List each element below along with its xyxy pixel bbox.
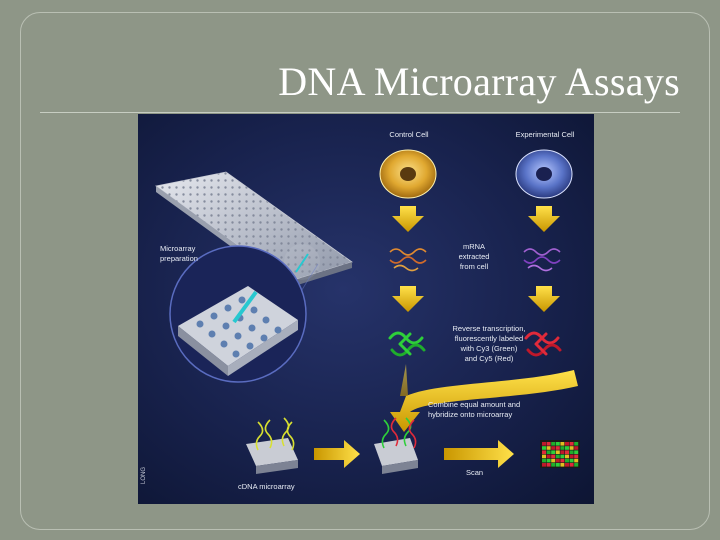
scan-spot: [555, 463, 560, 467]
scan-result-grid: [540, 440, 580, 468]
scan-spot: [560, 454, 565, 459]
scan-spot: [546, 454, 551, 459]
scan-spot: [555, 450, 560, 454]
scan-spot: [565, 454, 569, 459]
scan-spot: [551, 454, 556, 459]
scan-spot: [565, 463, 569, 467]
scan-spot: [560, 446, 565, 450]
scan-spot: [569, 446, 574, 450]
scan-spot: [542, 454, 546, 459]
arrow-right-hybridize: [314, 440, 360, 468]
label-microarray-preparation: Microarray preparation: [160, 244, 198, 263]
magnifier-circle: [169, 245, 319, 383]
scan-spot: [542, 463, 546, 467]
arrow-down-experimental-1: [528, 206, 560, 232]
label-cdna-microarray: cDNA microarray: [238, 482, 295, 491]
scan-spot: [542, 442, 546, 446]
arrow-right-scan: [444, 440, 514, 468]
label-control-cell: Control Cell: [389, 130, 429, 139]
scan-spot: [555, 446, 560, 450]
slide-title: DNA Microarray Assays: [278, 59, 680, 104]
scan-spot: [574, 458, 579, 463]
diagram-graphics: [155, 149, 580, 474]
scan-spot: [551, 463, 556, 467]
arrow-down-experimental-2: [528, 286, 560, 312]
scan-spot: [569, 442, 574, 446]
scan-spot: [555, 458, 560, 463]
label-experimental-cell: Experimental Cell: [515, 130, 575, 139]
scan-spot: [565, 442, 569, 446]
scan-spot: [546, 446, 551, 450]
scan-spot: [551, 458, 556, 463]
arrow-down-control-1: [392, 206, 424, 232]
label-mrna: mRNA extracted from cell: [458, 242, 490, 271]
cdna-microarray: [246, 417, 298, 474]
slide-frame: [20, 12, 710, 530]
label-scan: Scan: [466, 468, 484, 477]
scan-spot: [565, 450, 569, 454]
scan-spot: [569, 454, 574, 459]
scan-spot: [560, 442, 565, 446]
title-divider: [40, 112, 680, 113]
scan-spot: [546, 458, 551, 463]
scan-spot: [546, 450, 551, 454]
scan-spot: [569, 450, 574, 454]
scan-spot: [555, 454, 560, 459]
arrows: [314, 206, 578, 468]
scan-spot: [565, 446, 569, 450]
scan-spot: [574, 450, 579, 454]
scan-spot: [542, 446, 546, 450]
scan-spot: [574, 463, 579, 467]
control-cell-nucleus: [400, 167, 416, 181]
scan-spot: [555, 442, 560, 446]
scan-spot: [574, 454, 579, 459]
scan-spot: [560, 450, 565, 454]
hybridized-microarray: [374, 417, 418, 474]
experimental-cell-nucleus: [536, 167, 552, 181]
label-combine: Combine equal amount and hybridize onto …: [428, 400, 521, 419]
scan-spot: [542, 450, 546, 454]
microarray-diagram: Control Cell Experimental Cell Microarra…: [138, 114, 594, 504]
scan-spot: [565, 458, 569, 463]
scan-spot: [551, 442, 556, 446]
scan-spot: [569, 463, 574, 467]
scan-spot: [551, 450, 556, 454]
arrow-merge: [390, 370, 578, 432]
arrow-down-control-2: [392, 286, 424, 312]
labeled-cdna: [388, 331, 562, 357]
label-reverse-transcription: Reverse transcription, fluorescently lab…: [452, 324, 526, 363]
scan-spot: [574, 446, 579, 450]
scan-spot: [560, 463, 565, 467]
scan-spot: [546, 463, 551, 467]
mrna-strands: [389, 248, 561, 272]
scan-spot: [569, 458, 574, 463]
scan-spot: [574, 442, 579, 446]
scan-spot: [551, 446, 556, 450]
scan-spot: [546, 442, 551, 446]
copyright-mark: LONG: [141, 466, 147, 484]
scan-spot: [542, 458, 546, 463]
scan-spot: [560, 458, 565, 463]
